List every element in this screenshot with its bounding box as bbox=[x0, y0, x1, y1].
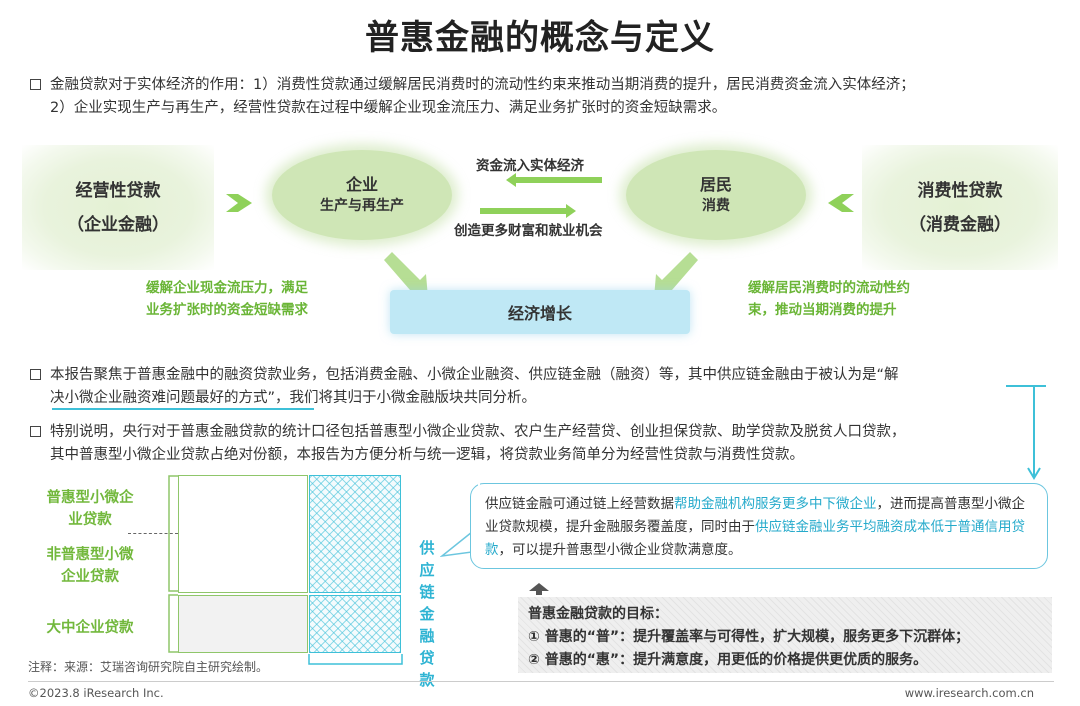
square-bullet-icon bbox=[30, 369, 41, 380]
business-loan-subtitle: （企业金融） bbox=[67, 214, 169, 235]
resident-relief-line-1: 缓解居民消费时的流动性约 bbox=[748, 280, 910, 296]
quote-underline bbox=[52, 408, 314, 410]
business-loan-title: 经营性贷款 bbox=[75, 180, 161, 201]
supply-chain-char-3: 链 bbox=[419, 583, 435, 601]
arrow-left-icon bbox=[506, 173, 602, 187]
large-enterprise-loan-label: 大中企业贷款 bbox=[46, 620, 134, 636]
supply-chain-char-6: 贷 bbox=[419, 649, 435, 667]
arrow-down-icon bbox=[1027, 386, 1041, 480]
scope-line-2-rest: ，我们将其归于小微金融版块共同分析。 bbox=[275, 390, 537, 406]
goal-item-1: ① 普惠的“普”：提升覆盖率与可得性，扩大规模，服务更多下沉群体； bbox=[528, 629, 970, 645]
callout-highlight-2: 供应链金融业务平均融资成本低于普通信用贷款 bbox=[485, 519, 1025, 558]
intro-line-1: 金融贷款对于实体经济的作用：1）消费性贷款通过缓解居民消费时的流动性约束来推动当… bbox=[50, 77, 915, 93]
enterprise-ellipse: 企业 生产与再生产 bbox=[272, 150, 452, 240]
copyright: ©2023.8 iResearch Inc. bbox=[28, 686, 164, 700]
arrow-right-icon bbox=[480, 204, 576, 218]
chevron-right-icon bbox=[226, 194, 252, 212]
scope-line-2: 决小微企业融资难问题最好的方式”，我们将其归于小微金融版块共同分析。 bbox=[30, 387, 1050, 410]
callout-highlight-1: 帮助金融机构服务更多中下微企业 bbox=[674, 496, 877, 512]
inclusive-sme-loan-line-2: 业贷款 bbox=[68, 512, 112, 528]
supply-chain-char-4: 金 bbox=[419, 605, 435, 623]
resident-relief-note: 缓解居民消费时的流动性约 束，推动当期消费的提升 bbox=[748, 277, 910, 321]
supply-chain-loan-label: 供 应 链 金 融 贷 款 bbox=[417, 537, 437, 691]
inclusive-sme-loan-line-1: 普惠型小微企 bbox=[46, 490, 134, 506]
non-inclusive-sme-loan-line-1: 非普惠型小微 bbox=[46, 547, 134, 563]
supply-chain-char-1: 供 bbox=[419, 539, 435, 557]
loan-goal-box: 普惠金融贷款的目标： ① 普惠的“普”：提升覆盖率与可得性，扩大规模，服务更多下… bbox=[518, 597, 1052, 673]
supply-chain-callout: 供应链金融可通过链上经营数据帮助金融机构服务更多中下微企业，进而提高普惠型小微企… bbox=[470, 483, 1048, 569]
enterprise-title: 企业 bbox=[345, 175, 378, 194]
sme-bracket bbox=[168, 475, 178, 653]
square-bullet-icon bbox=[30, 79, 41, 90]
enterprise-relief-line-1: 缓解企业现金流压力，满足 bbox=[146, 280, 308, 296]
callout-text-3: ，可以提升普惠型小微企业贷款满意度。 bbox=[498, 542, 742, 558]
economic-growth-box: 经济增长 bbox=[390, 290, 690, 334]
definition-line-2: 其中普惠型小微企业贷款占绝对份额，本报告为方便分析与统一逻辑，将贷款业务简单分为… bbox=[50, 447, 804, 463]
resident-ellipse: 居民 消费 bbox=[626, 150, 806, 240]
source-note: 注释：来源：艾瑞咨询研究院自主研究绘制。 bbox=[28, 660, 269, 674]
scope-paragraph: 本报告聚焦于普惠金融中的融资贷款业务，包括消费金融、小微企业融资、供应链金融（融… bbox=[30, 364, 1050, 410]
square-bullet-icon bbox=[30, 426, 41, 437]
scope-quote: 决小微企业融资难问题最好的方式” bbox=[50, 390, 276, 406]
resident-relief-line-2: 束，推动当期消费的提升 bbox=[748, 302, 897, 318]
sme-divider-dash bbox=[128, 533, 178, 534]
pointer-up-icon bbox=[529, 583, 549, 595]
consumer-loan-title: 消费性贷款 bbox=[917, 180, 1003, 201]
supply-chain-large-segment bbox=[309, 595, 401, 653]
large-enterprise-segment bbox=[178, 595, 308, 653]
resident-title: 居民 bbox=[699, 175, 732, 194]
intro-paragraph: 金融贷款对于实体经济的作用：1）消费性贷款通过缓解居民消费时的流动性约束来推动当… bbox=[30, 74, 1050, 120]
sme-loan-segment bbox=[178, 475, 308, 593]
inclusive-sme-loan-label: 普惠型小微企 业贷款 bbox=[34, 487, 146, 531]
callout-text-1: 供应链金融可通过链上经营数据 bbox=[485, 496, 674, 512]
callout-pointer bbox=[440, 530, 473, 558]
intro-line-2: 2）企业实现生产与再生产，经营性贷款在过程中缓解企业现金流压力、满足业务扩张时的… bbox=[50, 100, 727, 116]
business-loan-box: 经营性贷款 （企业金融） bbox=[22, 145, 214, 270]
non-inclusive-sme-loan-line-2: 企业贷款 bbox=[61, 569, 119, 585]
website-link[interactable]: www.iresearch.com.cn bbox=[904, 686, 1034, 700]
resident-subtitle: 消费 bbox=[702, 198, 730, 214]
enterprise-relief-line-2: 业务扩张时的资金短缺需求 bbox=[146, 302, 308, 318]
quote-underline-top bbox=[1006, 385, 1046, 387]
page-title: 普惠金融的概念与定义 bbox=[365, 18, 715, 58]
supply-chain-char-5: 融 bbox=[419, 627, 435, 645]
chevron-left-icon bbox=[828, 194, 854, 212]
definition-line-1: 特别说明，央行对于普惠金融贷款的统计口径包括普惠型小微企业贷款、农户生产经营贷、… bbox=[50, 424, 906, 440]
enterprise-subtitle: 生产与再生产 bbox=[320, 198, 404, 214]
enterprise-relief-note: 缓解企业现金流压力，满足 业务扩张时的资金短缺需求 bbox=[146, 277, 308, 321]
scope-line-1: 本报告聚焦于普惠金融中的融资贷款业务，包括消费金融、小微企业融资、供应链金融（融… bbox=[50, 367, 899, 383]
supply-chain-sme-segment bbox=[309, 475, 401, 593]
footer-divider bbox=[28, 681, 1054, 682]
callout-text-2: ，进而提高普惠型小微企业贷款规模，提升金融服务覆盖度，同时由于 bbox=[485, 496, 1025, 535]
consumer-loan-box: 消费性贷款 （消费金融） bbox=[862, 145, 1058, 270]
supply-chain-bracket bbox=[308, 654, 403, 665]
wealth-creation-label: 创造更多财富和就业机会 bbox=[454, 223, 603, 239]
definition-paragraph: 特别说明，央行对于普惠金融贷款的统计口径包括普惠型小微企业贷款、农户生产经营贷、… bbox=[30, 421, 1050, 467]
callout-mask bbox=[478, 482, 480, 486]
consumer-loan-subtitle: （消费金融） bbox=[909, 214, 1011, 235]
goal-heading: 普惠金融贷款的目标： bbox=[528, 606, 668, 622]
supply-chain-char-2: 应 bbox=[419, 561, 435, 579]
capital-flow-label: 资金流入实体经济 bbox=[476, 158, 584, 174]
supply-chain-char-7: 款 bbox=[419, 671, 435, 689]
arrow-down-left-icon bbox=[654, 252, 698, 298]
arrow-down-right-icon bbox=[384, 252, 428, 298]
non-inclusive-sme-loan-label: 非普惠型小微 企业贷款 bbox=[34, 544, 146, 588]
goal-item-2: ② 普惠的“惠”：提升满意度，用更低的价格提供更优质的服务。 bbox=[528, 652, 928, 668]
